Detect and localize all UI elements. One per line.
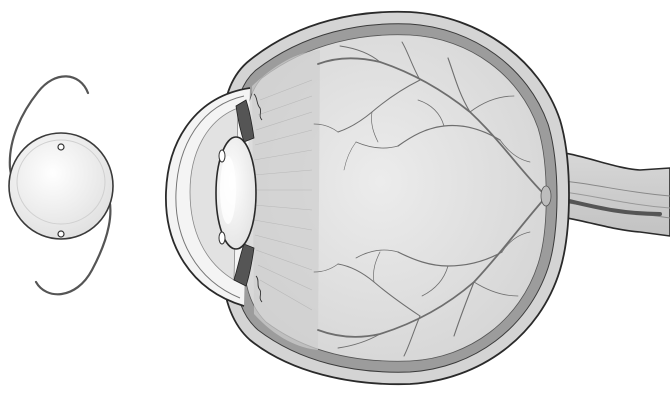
positioning-hole-top: [58, 144, 64, 150]
eye-cross-section-icon: [166, 12, 670, 384]
positioning-hole-bottom: [58, 231, 64, 237]
optic-disc-head: [541, 186, 551, 206]
intraocular-lens-icon: [9, 76, 113, 294]
ciliary-body-shading: [252, 50, 320, 350]
